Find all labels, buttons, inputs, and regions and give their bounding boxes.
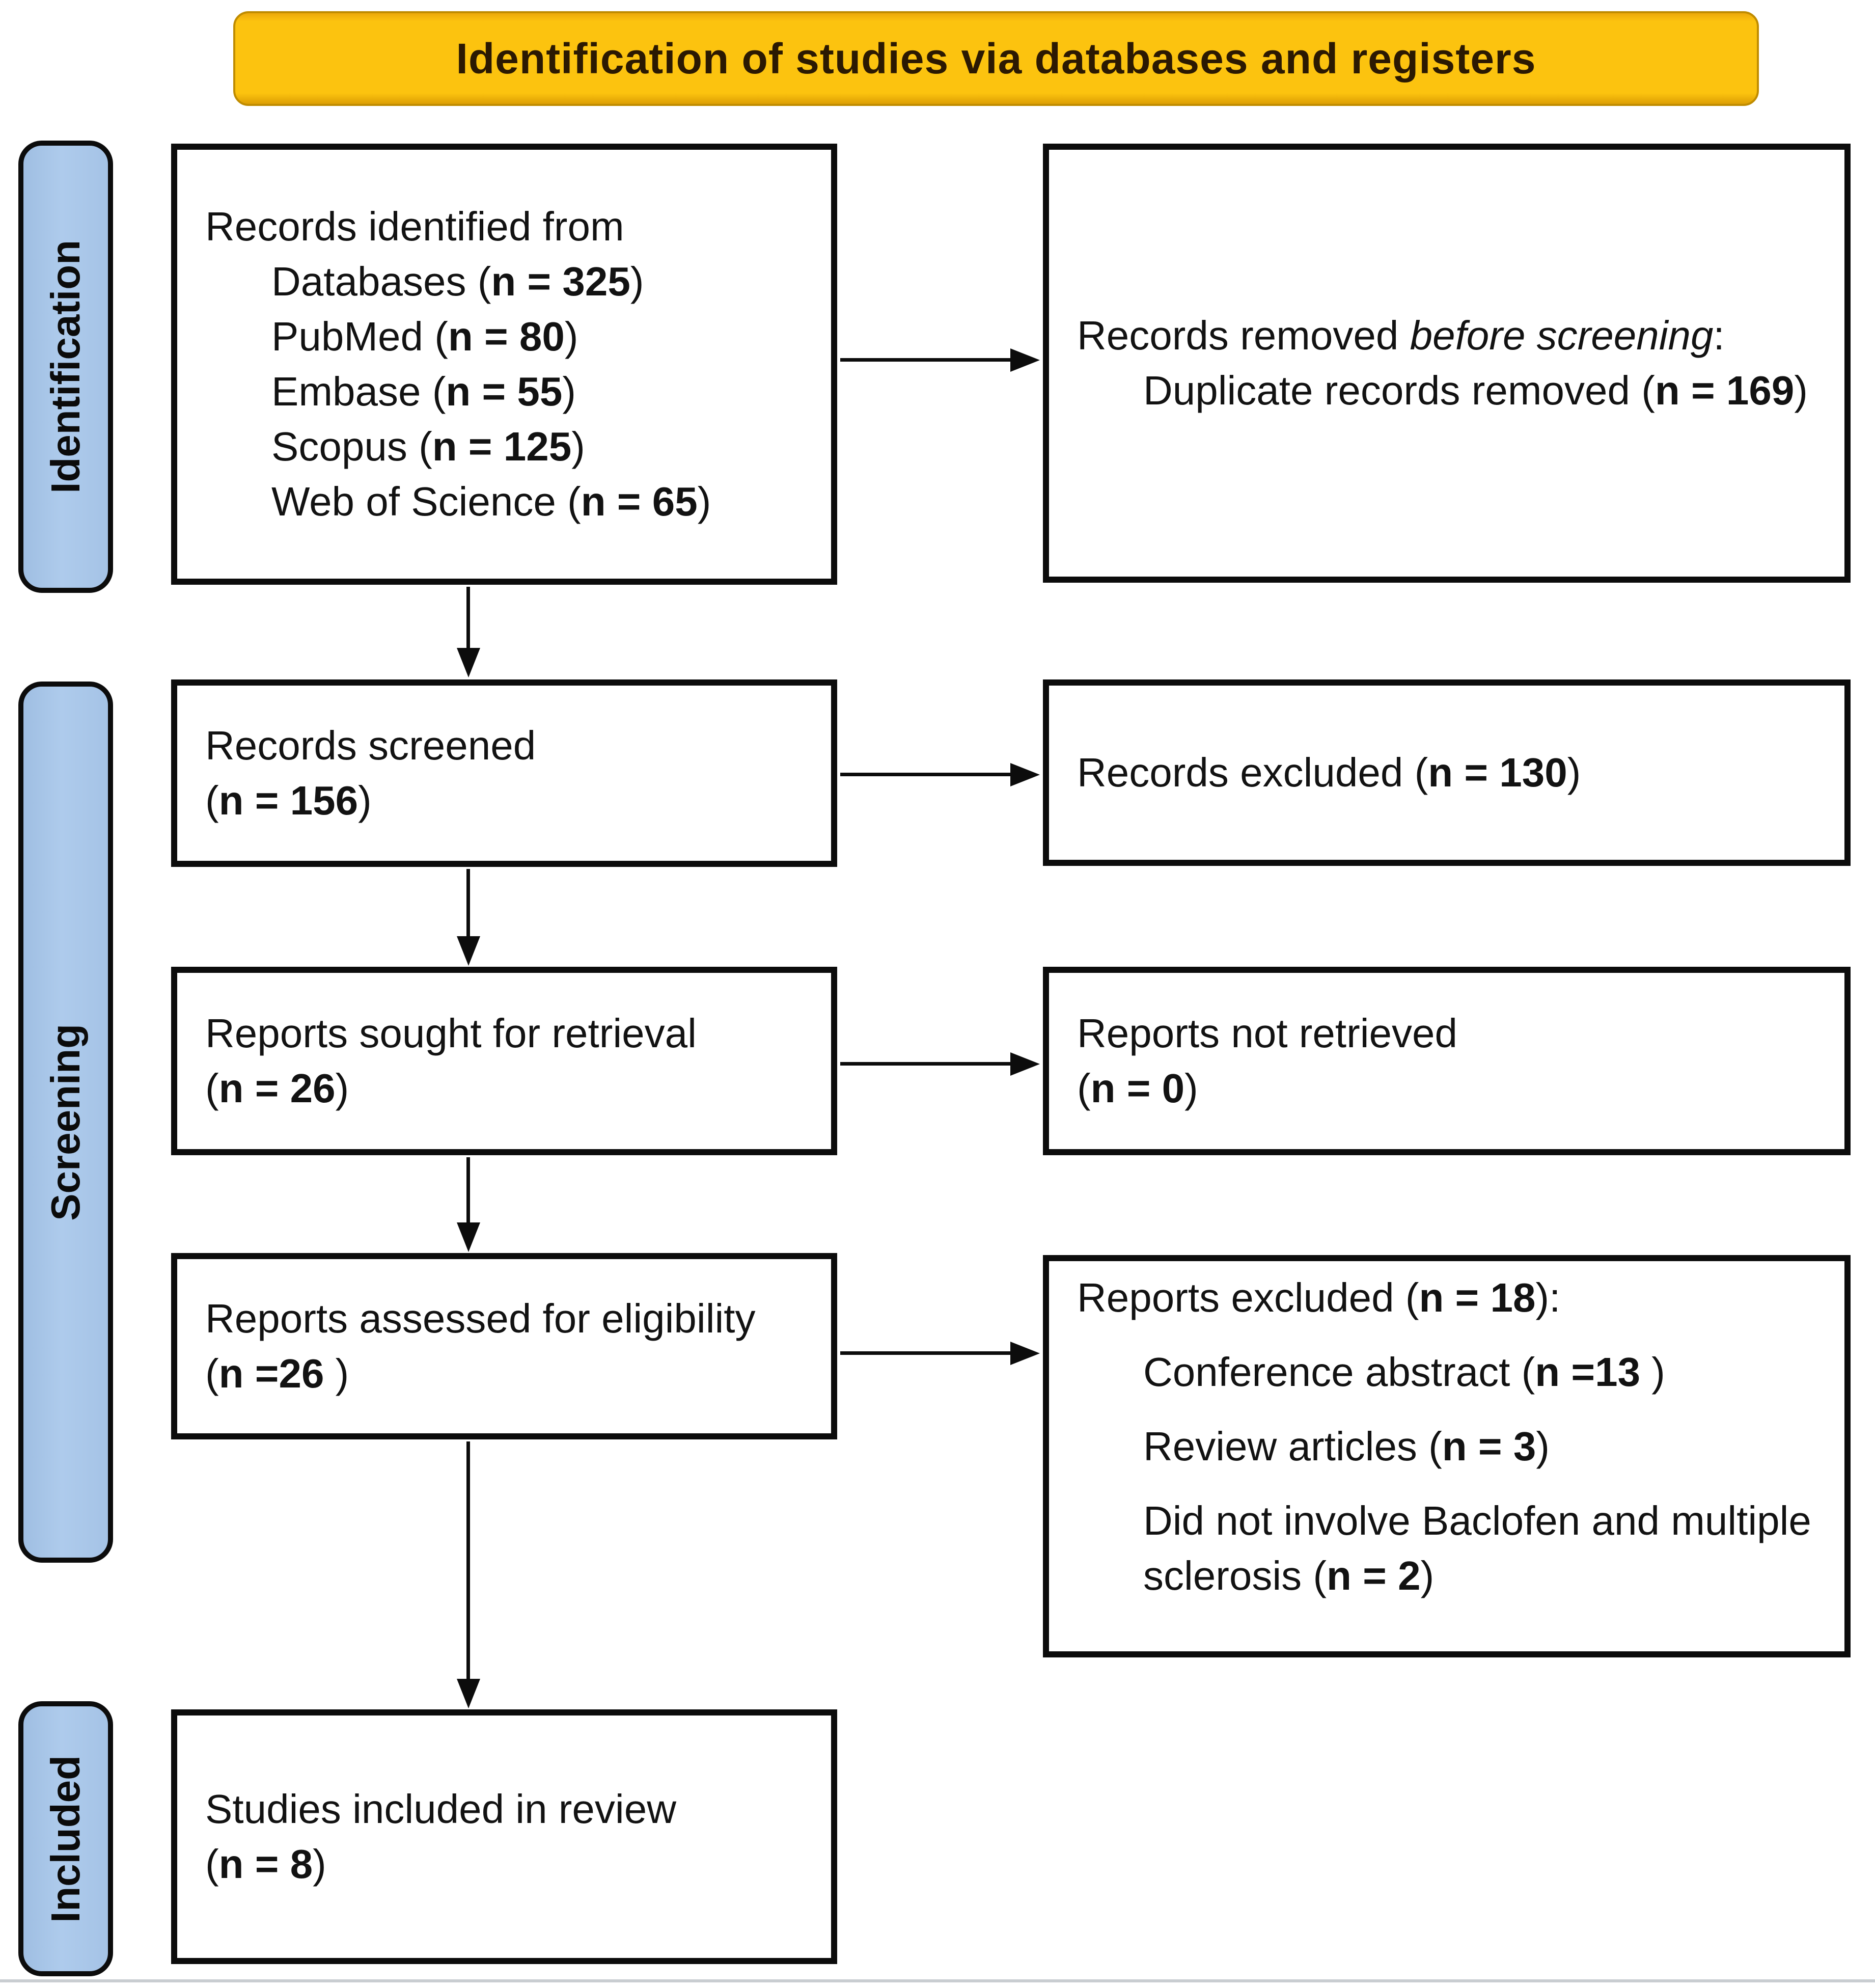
- box-text-line: Review articles (n = 3): [1143, 1424, 1550, 1469]
- box-text-line: (n = 156): [205, 778, 372, 823]
- stage-label-identification-text: Identification: [43, 240, 88, 494]
- arrow-right-assessed-to-excluded: [840, 1351, 1011, 1355]
- box-reports-assessed-for-eligibility: Reports assessed for eligibility (n =26 ): [171, 1253, 837, 1439]
- box-reports-excluded: Reports excluded (n = 18): Conference abs…: [1043, 1255, 1851, 1657]
- box-text-line: PubMed (n = 80): [271, 314, 578, 359]
- box-text-line: Records excluded (n = 130): [1077, 750, 1581, 795]
- box-text-line: Studies included in review: [205, 1786, 676, 1832]
- box-text-line: Web of Science (n = 65): [271, 479, 711, 524]
- box-text-line: Did not involve Baclofen and multiple sc…: [1143, 1498, 1811, 1598]
- box-text-line: Reports excluded (n = 18):: [1077, 1275, 1561, 1320]
- box-text-line: (n =26 ): [205, 1351, 349, 1396]
- box-studies-included-in-review: Studies included in review (n = 8): [171, 1709, 837, 1964]
- box-text-line: Records identified from: [205, 204, 624, 249]
- box-text-line: Duplicate records removed (n = 169): [1143, 368, 1808, 413]
- arrow-right-screened-to-excluded: [840, 773, 1011, 776]
- box-records-screened: Records screened (n = 156): [171, 679, 837, 867]
- box-records-excluded: Records excluded (n = 130): [1043, 679, 1851, 866]
- banner-title: Identification of studies via databases …: [233, 11, 1759, 106]
- box-text-line: Scopus (n = 125): [271, 424, 585, 469]
- arrow-right-identified-to-removed: [840, 358, 1011, 362]
- box-reports-not-retrieved: Reports not retrieved (n = 0): [1043, 967, 1851, 1155]
- box-records-removed-before-screening: Records removed before screening: Duplica…: [1043, 144, 1851, 583]
- box-text-line: (n = 8): [205, 1841, 326, 1887]
- box-text-line: Databases (n = 325): [271, 259, 644, 304]
- box-reports-sought-for-retrieval: Reports sought for retrieval (n = 26): [171, 967, 837, 1155]
- box-text-line: (n = 26): [205, 1066, 349, 1111]
- stage-label-included-text: Included: [43, 1755, 88, 1923]
- box-text-line: Conference abstract (n =13 ): [1143, 1349, 1665, 1395]
- box-text-line: Records removed before screening:: [1077, 313, 1725, 358]
- box-text-line: Embase (n = 55): [271, 369, 576, 414]
- stage-label-identification: Identification: [18, 141, 113, 593]
- box-text-line: (n = 0): [1077, 1066, 1198, 1111]
- box-text-line: Reports sought for retrieval: [205, 1011, 697, 1056]
- box-text-line: Records screened: [205, 723, 536, 768]
- arrow-right-sought-to-not-retrieved: [840, 1062, 1011, 1066]
- arrow-down-sought-to-assessed: [466, 1157, 470, 1223]
- arrow-down-assessed-to-included: [466, 1441, 470, 1680]
- box-text-line: Reports assessed for eligibility: [205, 1296, 756, 1341]
- stage-label-screening-text: Screening: [43, 1023, 88, 1221]
- arrow-down-identified-to-screened: [466, 587, 470, 649]
- arrow-down-screened-to-sought: [466, 869, 470, 937]
- stage-label-included: Included: [18, 1701, 113, 1976]
- page-bottom-divider: [0, 1979, 1875, 1982]
- stage-label-screening: Screening: [18, 682, 113, 1563]
- box-text-line: Reports not retrieved: [1077, 1011, 1458, 1056]
